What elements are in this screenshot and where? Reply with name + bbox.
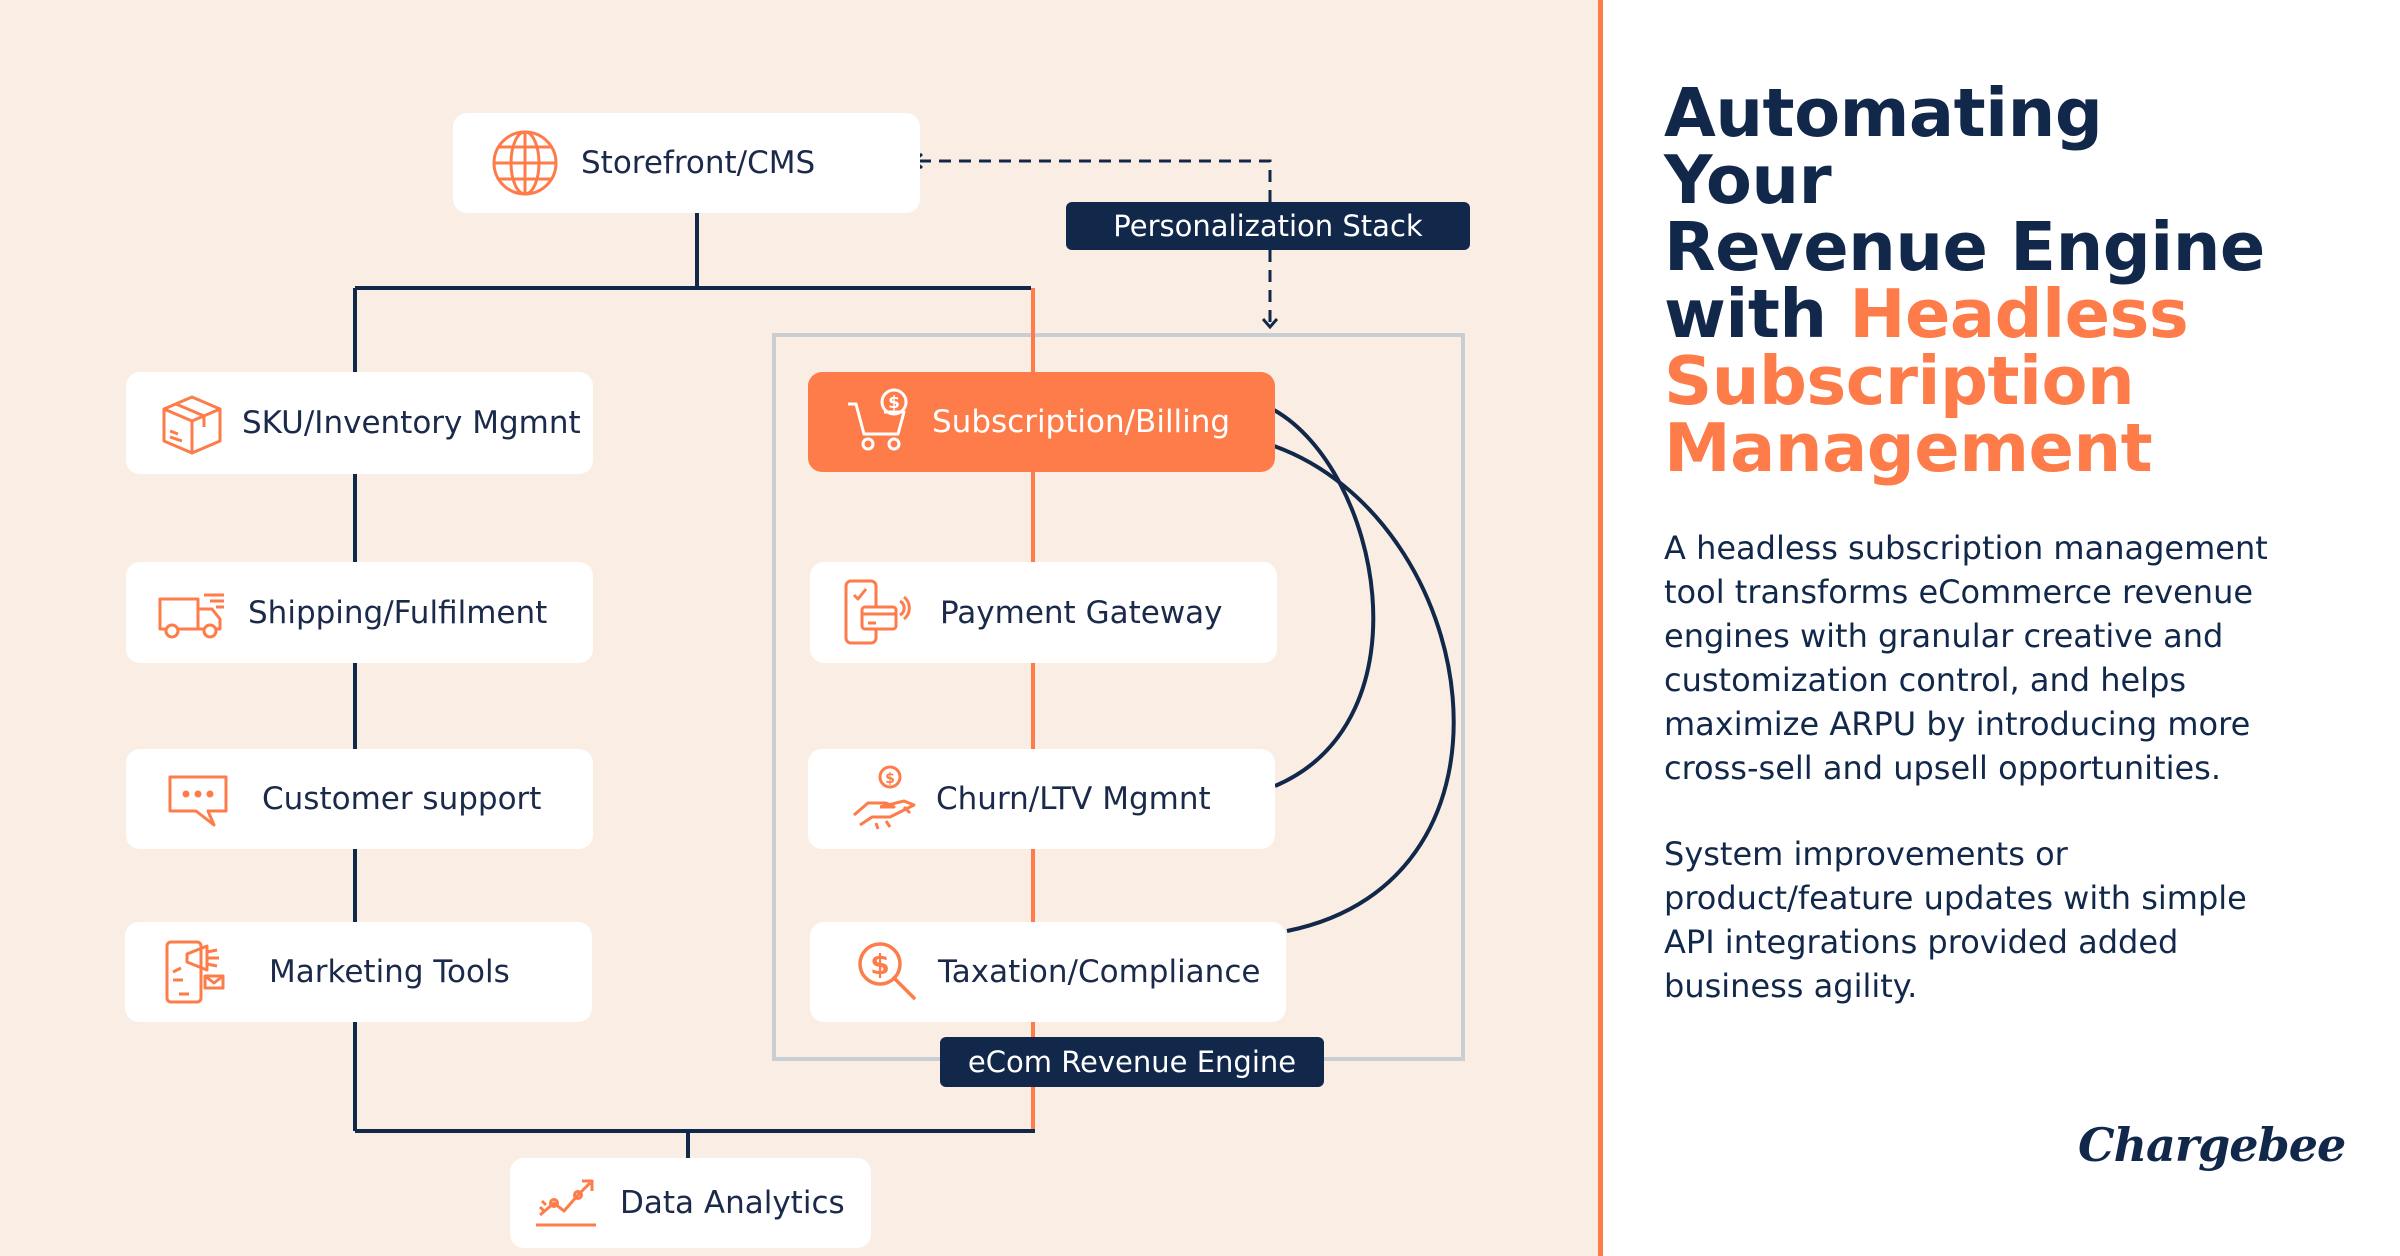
description-paragraph-1: A headless subscription management tool … (1664, 529, 2268, 787)
ecom-revenue-engine-label: eCom Revenue Engine (940, 1037, 1324, 1087)
box-icon (156, 387, 228, 459)
data-analytics-label: Data Analytics (620, 1185, 845, 1221)
subscription-billing-card: $ Subscription/Billing (808, 372, 1275, 472)
hand-coin-icon: $ (850, 763, 922, 835)
churn-ltv-card: $ Churn/LTV Mgmnt (808, 749, 1275, 849)
cart-dollar-icon: $ (844, 386, 916, 458)
shipping-card: Shipping/Fulfilment (126, 562, 593, 663)
megaphone-phone-icon (161, 936, 233, 1008)
title-line-1: Automating (1664, 74, 2103, 152)
page-title: Automating Your Revenue Engine with Head… (1664, 80, 2304, 482)
globe-icon (489, 127, 561, 199)
customer-support-card: Customer support (126, 749, 593, 849)
subscription-billing-label: Subscription/Billing (932, 404, 1231, 440)
diagram-connectors (353, 0, 1456, 1158)
storefront-card: Storefront/CMS (453, 113, 920, 213)
title-highlight-3: Management (1664, 409, 2153, 487)
taxation-compliance-card: $ Taxation/Compliance (810, 922, 1286, 1022)
loop-billing-to-churn (1273, 408, 1376, 788)
loop-billing-to-tax (1273, 444, 1456, 933)
payment-gateway-label: Payment Gateway (940, 594, 1223, 631)
chargebee-logo: Chargebee (2078, 1118, 2346, 1172)
sku-inventory-card: SKU/Inventory Mgmnt (126, 372, 593, 474)
payment-gateway-card: Payment Gateway (810, 562, 1277, 663)
description-paragraph-2: System improvements or product/feature u… (1664, 835, 2247, 1005)
title-line-4: with (1664, 275, 1827, 353)
svg-text:$: $ (870, 948, 889, 981)
panel-divider (1598, 0, 1603, 1256)
title-line-3: Revenue Engine (1664, 208, 2265, 286)
data-analytics-card: Data Analytics (510, 1158, 871, 1248)
connector-personalization-to-storefront (915, 161, 1272, 202)
churn-ltv-label: Churn/LTV Mgmnt (936, 781, 1211, 817)
truck-icon (154, 577, 226, 649)
chat-icon (162, 763, 234, 835)
svg-text:$: $ (888, 393, 900, 413)
marketing-tools-label: Marketing Tools (269, 954, 510, 990)
chart-line-icon (530, 1167, 602, 1239)
dollar-search-icon: $ (852, 936, 924, 1008)
customer-support-label: Customer support (262, 781, 542, 817)
taxation-compliance-label: Taxation/Compliance (938, 954, 1261, 990)
shipping-label: Shipping/Fulfilment (248, 594, 548, 631)
svg-text:$: $ (885, 771, 895, 787)
title-highlight-2: Subscription (1664, 342, 2135, 420)
title-highlight-1: Headless (1849, 275, 2189, 353)
storefront-label: Storefront/CMS (581, 145, 816, 181)
title-line-2: Your (1664, 141, 1832, 219)
marketing-tools-card: Marketing Tools (125, 922, 592, 1022)
sku-inventory-label: SKU/Inventory Mgmnt (242, 405, 581, 441)
personalization-stack-label: Personalization Stack (1066, 202, 1470, 250)
phone-card-icon (840, 577, 912, 649)
